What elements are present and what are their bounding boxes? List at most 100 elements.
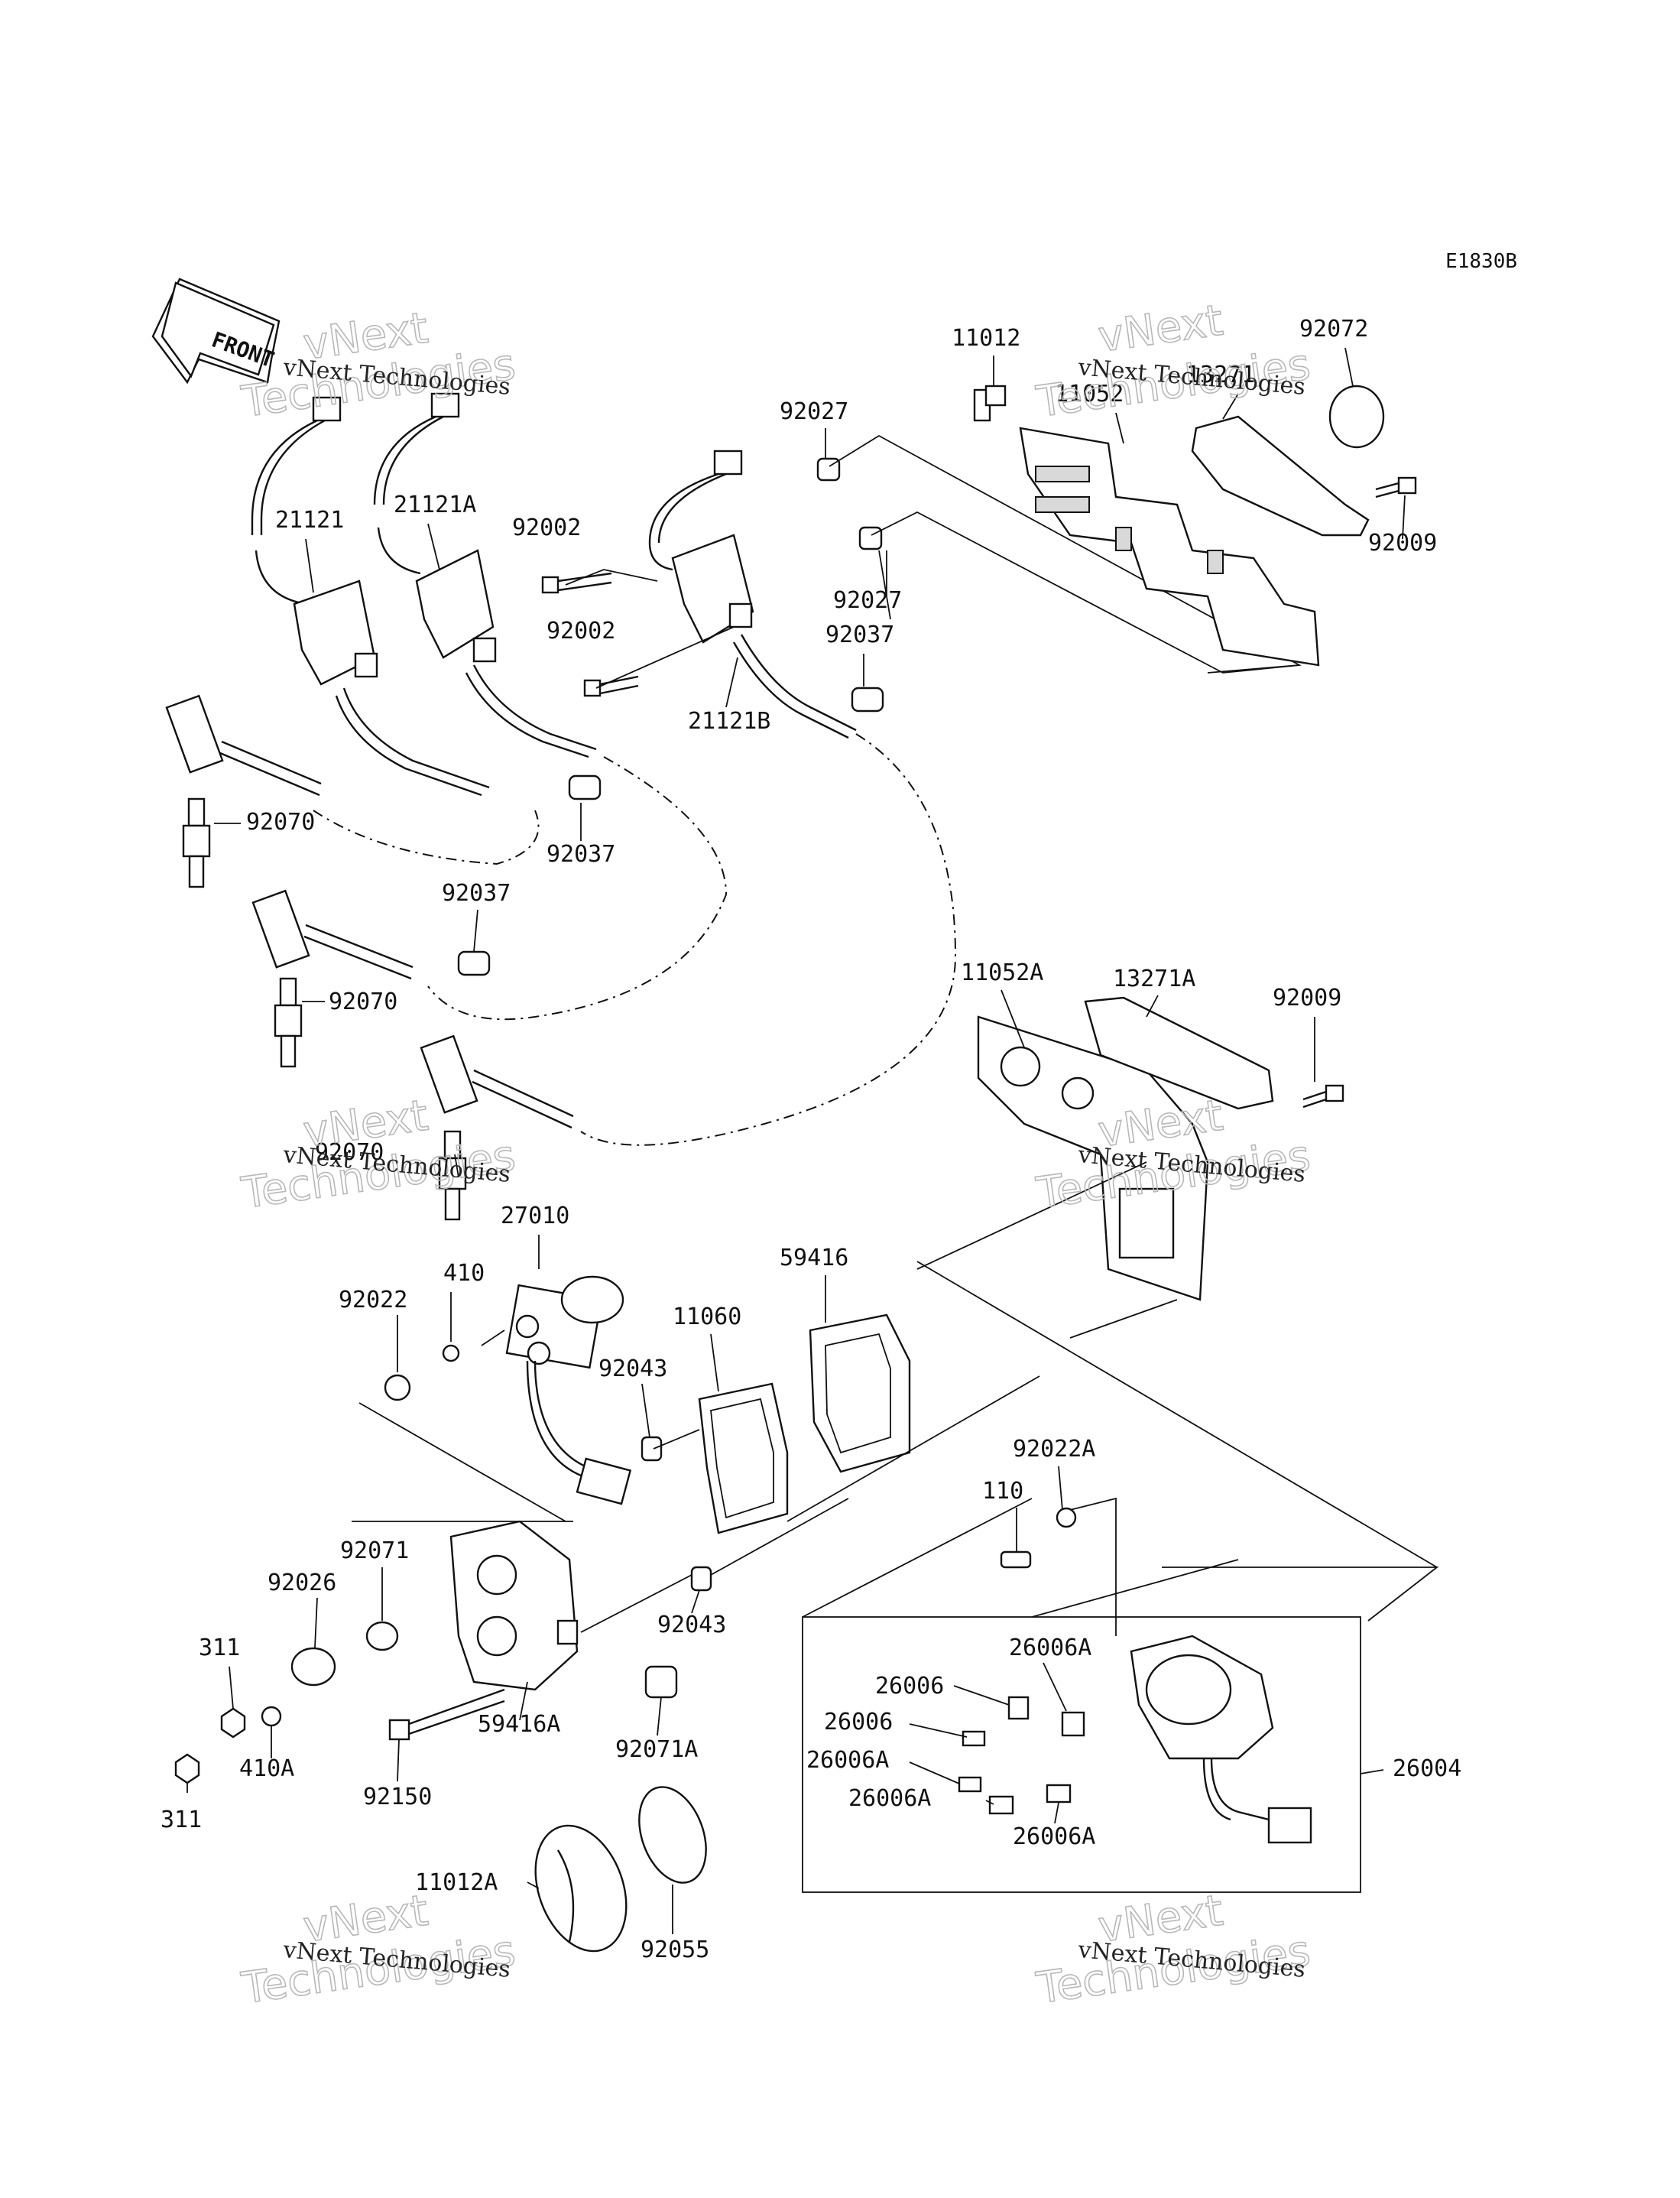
- part-label: 92027: [833, 587, 902, 614]
- part-label: 11060: [673, 1304, 741, 1330]
- watermark: vNext Technologies vNext Technologies: [1033, 1885, 1314, 2015]
- nut-311-a: [220, 1707, 246, 1739]
- part-label: 11012: [952, 325, 1020, 352]
- dowel-92043-a: [641, 1436, 663, 1462]
- ignition-coil-21121: [251, 396, 490, 797]
- part-label: 26006A: [1009, 1635, 1091, 1661]
- plug-92071a: [644, 1665, 678, 1699]
- part-label: 92022: [339, 1287, 407, 1313]
- part-label: 92027: [780, 398, 848, 425]
- bracket-11052a: [977, 1015, 1209, 1301]
- part-label: 11012A: [415, 1869, 498, 1896]
- part-label: 21121A: [394, 492, 476, 518]
- bolt-92002-a: [541, 572, 612, 594]
- cap-11012a: [534, 1824, 628, 1953]
- part-label: 59416A: [478, 1711, 560, 1738]
- bolt-92009-lower: [1302, 1084, 1344, 1109]
- part-label: 11052: [1055, 381, 1124, 407]
- fuse-26006a-c: [988, 1795, 1014, 1815]
- part-label: 92070: [246, 809, 315, 836]
- part-label: 59416: [780, 1245, 848, 1271]
- collar-92027-b: [858, 526, 883, 550]
- front-arrow-icon: FRONT: [151, 278, 281, 385]
- part-label: 26006: [824, 1709, 893, 1735]
- starter-relay-27010: [505, 1275, 632, 1505]
- washer-92022: [384, 1374, 411, 1401]
- fuse-26006a-a: [1061, 1711, 1085, 1737]
- cover-59416a: [449, 1520, 579, 1691]
- plug-cap-1: [165, 694, 322, 797]
- spark-plug-2: [274, 977, 303, 1068]
- part-label: 26004: [1393, 1755, 1461, 1782]
- part-label: 26006A: [1013, 1823, 1095, 1850]
- watermark: vNext Technologies vNext Technologies: [1033, 295, 1314, 428]
- svg-text:vNext: vNext: [1095, 296, 1226, 362]
- watermark: vNext Technologies vNext Technologies: [238, 1885, 519, 2015]
- part-label: 26006A: [848, 1785, 931, 1812]
- ignition-coil-21121a: [373, 392, 597, 758]
- washer-410a: [261, 1706, 282, 1727]
- cover-13271a: [1084, 996, 1274, 1110]
- diagram-code: E1830B: [1445, 250, 1517, 273]
- part-label: 92070: [315, 1139, 384, 1166]
- part-label: 92072: [1299, 316, 1368, 343]
- o-ring-92055: [638, 1786, 707, 1884]
- part-label: 92037: [825, 622, 894, 648]
- meter-26004: [802, 1616, 1361, 1893]
- part-label: 92002: [546, 618, 615, 644]
- bolt-92009-upper: [1375, 476, 1417, 498]
- part-label: 311: [161, 1807, 202, 1833]
- part-label: 410: [443, 1260, 485, 1287]
- part-label: 92043: [598, 1355, 667, 1382]
- cover-13271: [1191, 415, 1370, 537]
- part-label: 92002: [512, 515, 581, 541]
- part-label: 110: [982, 1478, 1023, 1505]
- ignition-coil-21121b: [648, 450, 857, 739]
- dowel-92043-b: [690, 1566, 712, 1592]
- plug-cap-2: [251, 889, 414, 980]
- spark-plug-3: [438, 1130, 467, 1221]
- fuse-26006a-d: [1046, 1784, 1072, 1804]
- washer-410: [442, 1344, 460, 1362]
- part-label: 92071A: [615, 1736, 698, 1763]
- washer-92022a: [1056, 1507, 1077, 1528]
- grommet-92071: [365, 1621, 399, 1651]
- clamp-92072: [1328, 385, 1385, 449]
- gasket-11060: [698, 1382, 789, 1534]
- part-label: 26006A: [806, 1747, 889, 1774]
- part-label: 92150: [363, 1784, 432, 1810]
- clamp-92037-c: [851, 687, 884, 713]
- part-label: 92071: [340, 1537, 409, 1564]
- part-label: 27010: [501, 1203, 569, 1229]
- part-label: 92022A: [1013, 1436, 1095, 1463]
- part-label: 26006: [875, 1673, 944, 1700]
- part-label: 21121B: [688, 708, 770, 735]
- clamp-92037-a: [568, 774, 602, 800]
- part-label: 92037: [546, 841, 615, 868]
- bolt-92002-b: [583, 675, 639, 697]
- part-label: 311: [199, 1635, 240, 1661]
- part-label: 92037: [442, 880, 511, 907]
- watermark: vNext Technologies vNext Technologies: [238, 1090, 519, 1219]
- part-label: 92043: [657, 1612, 726, 1638]
- part-label: 92009: [1273, 985, 1341, 1011]
- part-label: 13271: [1186, 362, 1255, 388]
- part-label: 410A: [239, 1755, 294, 1782]
- watermark: vNext Technologies vNext Technologies: [238, 303, 519, 428]
- fuse-26006-b: [962, 1730, 986, 1747]
- fuse-26006-a: [1007, 1696, 1030, 1720]
- part-label: 11052A: [961, 959, 1043, 986]
- part-label: 92026: [268, 1570, 336, 1596]
- part-label: 13271A: [1113, 966, 1195, 992]
- part-label: 21121: [275, 507, 344, 534]
- fuse-26006a-b: [958, 1776, 982, 1793]
- clamp-92037-b: [457, 950, 491, 976]
- cover-59416: [809, 1313, 911, 1473]
- nut-311-b: [174, 1753, 200, 1784]
- bolt-110: [1000, 1550, 1032, 1569]
- plug-cap-3: [420, 1034, 574, 1129]
- bolt-92150: [388, 1688, 505, 1741]
- part-label: 92055: [641, 1937, 709, 1963]
- spark-plug-1: [182, 797, 211, 888]
